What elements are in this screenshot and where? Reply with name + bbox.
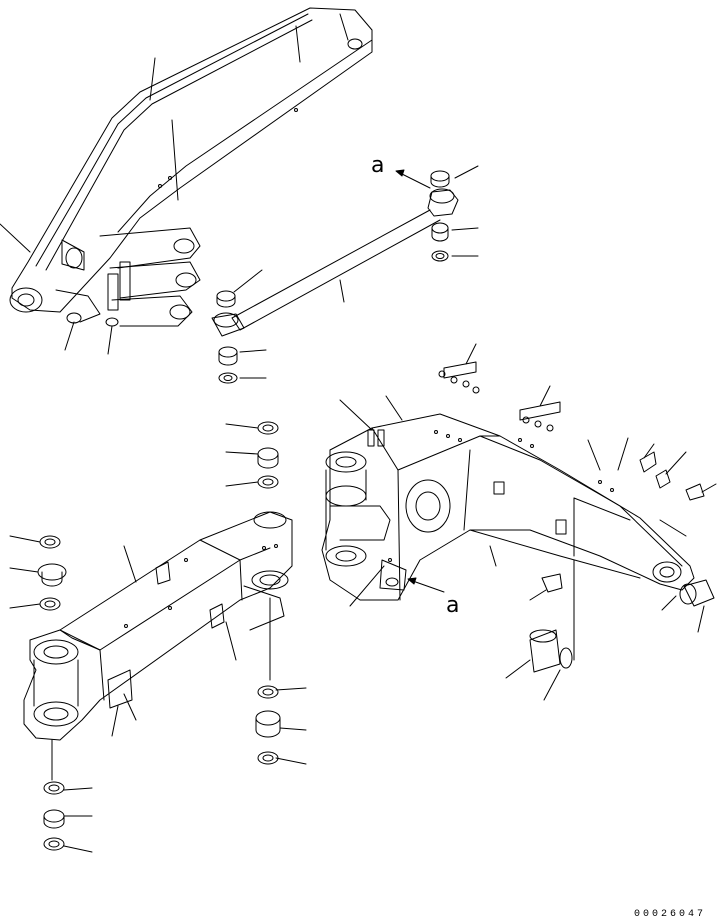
leader-lines-front (10, 424, 306, 852)
cylinder-rod (212, 189, 458, 336)
drawing-number: 00026047 (634, 909, 706, 919)
arm-front-view (24, 512, 292, 780)
view-arrow-top (396, 170, 430, 188)
arm-assembly (322, 414, 694, 600)
arm-small-parts (439, 362, 714, 672)
arm-front-bushings (38, 422, 280, 850)
view-label-a-top: a (371, 153, 384, 178)
leader-lines-boom (0, 58, 155, 354)
view-arrow-bottom (408, 578, 444, 592)
boom-assembly (10, 8, 372, 326)
view-label-a-bottom: a (446, 593, 459, 618)
leader-lines-arm (340, 344, 716, 700)
rod-bushings (217, 166, 478, 383)
